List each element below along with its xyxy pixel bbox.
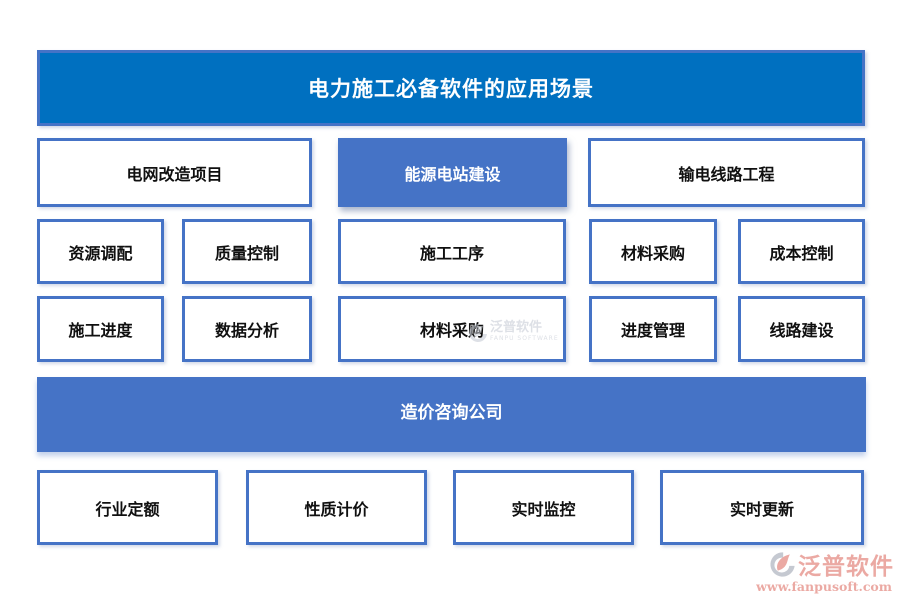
title-banner: 电力施工必备软件的应用场景 — [37, 50, 865, 126]
company-bar-label: 造价咨询公司 — [400, 403, 503, 423]
fanpu-brand-logo: 泛普软件 www.fanpusoft.com — [756, 547, 894, 594]
feature-box-line-construction: 线路建设 — [738, 296, 865, 362]
feature-label: 材料采购 — [620, 243, 685, 263]
company-bar-cost-consulting: 造价咨询公司 — [37, 377, 866, 452]
bottom-box-realtime-update: 实时更新 — [660, 470, 864, 545]
bottom-box-nature-pricing: 性质计价 — [246, 470, 427, 545]
scenario-label: 输电线路工程 — [678, 164, 775, 184]
feature-label: 质量控制 — [214, 243, 279, 263]
bottom-label: 性质计价 — [304, 499, 369, 519]
feature-box-progress-management: 进度管理 — [589, 296, 717, 362]
feature-label: 成本控制 — [769, 243, 834, 263]
scenario-box-grid-renovation: 电网改造项目 — [37, 138, 312, 207]
bottom-label: 行业定额 — [95, 499, 160, 519]
bottom-label: 实时监控 — [511, 499, 576, 519]
feature-box-cost-control: 成本控制 — [738, 219, 865, 284]
scenario-label: 能源电站建设 — [404, 164, 501, 184]
bottom-box-industry-quota: 行业定额 — [37, 470, 218, 545]
feature-label: 线路建设 — [769, 321, 834, 340]
scenario-box-transmission-line: 输电线路工程 — [588, 138, 865, 207]
page-title: 电力施工必备软件的应用场景 — [308, 77, 594, 101]
feature-box-data-analysis: 数据分析 — [182, 296, 312, 362]
feature-box-material-procurement: 材料采购 — [589, 219, 717, 284]
feature-box-material-procurement-2: 材料采购 — [338, 296, 566, 362]
feature-box-resource-allocation: 资源调配 — [37, 219, 164, 284]
bottom-label: 实时更新 — [729, 499, 794, 519]
feature-box-construction-process: 施工工序 — [338, 219, 566, 284]
feature-label: 资源调配 — [68, 243, 133, 263]
feature-label: 施工工序 — [419, 243, 484, 263]
fanpu-logo-icon — [770, 551, 795, 577]
feature-box-construction-progress: 施工进度 — [37, 296, 164, 362]
scenario-label: 电网改造项目 — [126, 164, 223, 184]
feature-box-quality-control: 质量控制 — [182, 219, 312, 284]
brand-name: 泛普软件 — [798, 554, 894, 580]
feature-label: 数据分析 — [214, 321, 279, 340]
brand-url: www.fanpusoft.com — [756, 579, 892, 594]
bottom-box-realtime-monitoring: 实时监控 — [453, 470, 634, 545]
feature-label: 施工进度 — [68, 321, 133, 340]
feature-label: 材料采购 — [419, 321, 484, 340]
feature-label: 进度管理 — [620, 321, 685, 340]
scenario-box-energy-station: 能源电站建设 — [338, 138, 567, 207]
